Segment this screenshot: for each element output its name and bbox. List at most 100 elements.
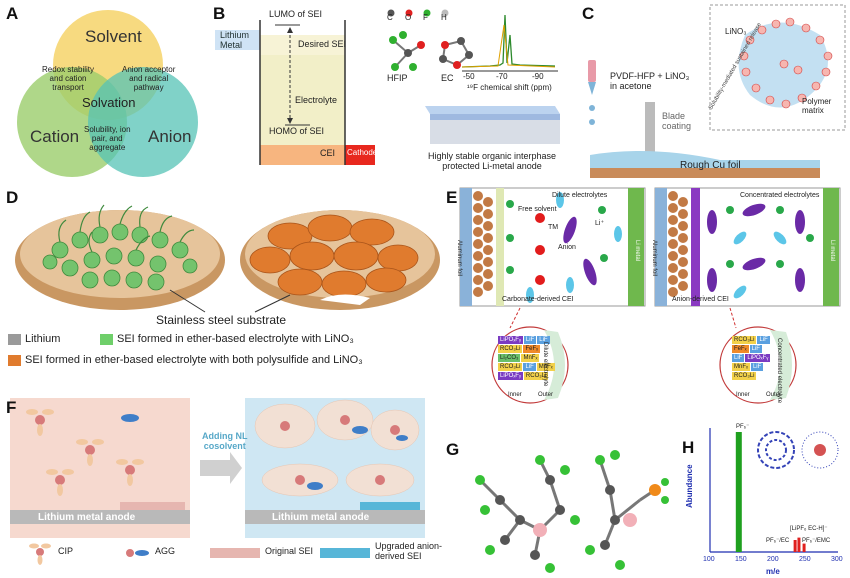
fluorine-dot	[423, 9, 431, 17]
anion-label: Anion	[558, 244, 576, 251]
lumo-label: LUMO of SEI	[269, 9, 323, 19]
cu-foil	[590, 168, 820, 178]
right-li-centers	[280, 415, 400, 485]
panel-label-c: C	[582, 4, 595, 23]
al-foil-label-left: Aluminum foil	[456, 240, 462, 277]
f-legend-icons	[29, 543, 370, 565]
h-bars	[735, 432, 806, 552]
electrolyte-label: Electrolyte	[295, 95, 338, 105]
chip: RCO₃Li	[732, 372, 757, 380]
element-c-label: C	[387, 13, 393, 22]
venn-solvation-label: Solvation	[82, 95, 136, 110]
right-solvent	[733, 231, 787, 299]
right-al-foil	[655, 188, 667, 306]
dilute-label: Dilute electrolytes	[552, 192, 608, 199]
chip: FeFₓ	[523, 345, 541, 353]
free-solvent-label: Free solvent	[518, 206, 557, 213]
right-cathode-particles	[668, 191, 688, 297]
legend-agg-label: AGG	[155, 546, 176, 556]
left-molecule-carbons	[495, 475, 565, 560]
desired-sei-label: Desired SEI	[298, 39, 347, 49]
nmr-tick-3: -90	[532, 72, 544, 81]
chip: LiF	[537, 336, 550, 344]
lithium-patch	[320, 294, 370, 305]
oxygen-dot	[405, 9, 413, 17]
chip: RCO₃Li	[498, 345, 523, 353]
panel-f: F	[0, 390, 442, 578]
right-anode-label: Lithium metal anode	[272, 512, 370, 523]
h-peak-label-c: PF₆⁻/EMC	[802, 538, 831, 544]
panel-e: E	[440, 180, 850, 405]
right-molecule-fluorines	[585, 450, 669, 570]
h-x-tick: 200	[767, 556, 779, 563]
left-li-metal	[628, 188, 644, 306]
chip: RCO₃Li	[732, 336, 757, 344]
left-tm-ions	[535, 213, 545, 285]
blade	[645, 102, 655, 152]
chip: Li₂CO₃	[498, 354, 521, 362]
chip: RCO₃Li	[498, 363, 523, 371]
chip: LiPOₓFᵧ	[745, 354, 771, 362]
chip: LiF	[757, 336, 770, 344]
li-plus-label: Li⁺	[595, 220, 605, 227]
inner-label-right: Inner	[736, 392, 750, 398]
legend-orange-label: SEI formed in ether-based electrolyte wi…	[25, 354, 363, 366]
right-molecule-bonds	[598, 459, 656, 546]
chip: LiF	[750, 363, 764, 371]
legend-cip-label: CIP	[58, 546, 74, 556]
molecule-legend	[387, 9, 473, 71]
chip: LiF	[749, 345, 762, 353]
left-anode-bar	[10, 510, 190, 524]
left-molecule-li	[533, 523, 547, 537]
legend-orange-swatch	[8, 355, 21, 366]
anion-cei-label: Anion-derived CEI	[672, 296, 729, 303]
panel-label-e: E	[446, 188, 458, 207]
legend-green-swatch	[100, 334, 113, 345]
panel-label-h: H	[682, 438, 695, 457]
h-bar	[797, 537, 801, 552]
coating-illustration	[588, 4, 846, 178]
hfip-label: HFIP	[387, 73, 408, 83]
panel-d: D Stainless steel substrate	[0, 180, 440, 380]
process-arrow	[200, 452, 242, 484]
chip: LiPOₓFᵧ	[498, 336, 523, 344]
inner-label-left: Inner	[508, 392, 522, 398]
left-petals	[26, 409, 144, 496]
right-li-metal	[823, 188, 839, 306]
nmr-tick-1: -50	[463, 72, 475, 81]
dilute-side-label: Dilute electrolyte	[542, 342, 548, 387]
h-x-tick: 100	[703, 556, 715, 563]
outer-label-left: Outer	[538, 392, 554, 398]
substrate-label: Stainless steel substrate	[156, 313, 287, 327]
chip: RCO₃Li	[523, 372, 549, 380]
right-li-ions	[726, 206, 814, 268]
hydrogen-dot	[441, 9, 449, 17]
homo-label: HOMO of SEI	[269, 126, 325, 136]
panel-label-d: D	[6, 188, 19, 207]
h-peak-label-a: PF₆⁻/EC	[766, 538, 790, 544]
left-anions	[563, 216, 597, 286]
panel-label-b: B	[213, 4, 226, 23]
right-anions	[707, 203, 805, 292]
panel-a: A Solvent Cation Anion Solvation Redox s…	[0, 0, 205, 180]
carbonate-cei-label: Carbonate-derived CEI	[502, 296, 574, 303]
lino3-label: LiNO₃	[725, 27, 747, 36]
li-metal-label-right: Li metal	[829, 240, 835, 262]
left-solvent	[526, 192, 622, 303]
lino3-particles	[739, 17, 833, 109]
h-xlabel: m/e	[766, 567, 780, 576]
panel-label-f: F	[6, 398, 17, 417]
nmr-spectrum	[461, 14, 558, 72]
li-metal-label-left: Li metal	[634, 240, 640, 262]
venn-solvent-label: Solvent	[85, 27, 142, 46]
orange-sei-grains	[249, 214, 419, 298]
h-peak-label-b: [LiPF₆ EC-H]⁻	[790, 526, 828, 532]
h-peak-label-main: PF₆⁻	[736, 424, 750, 430]
